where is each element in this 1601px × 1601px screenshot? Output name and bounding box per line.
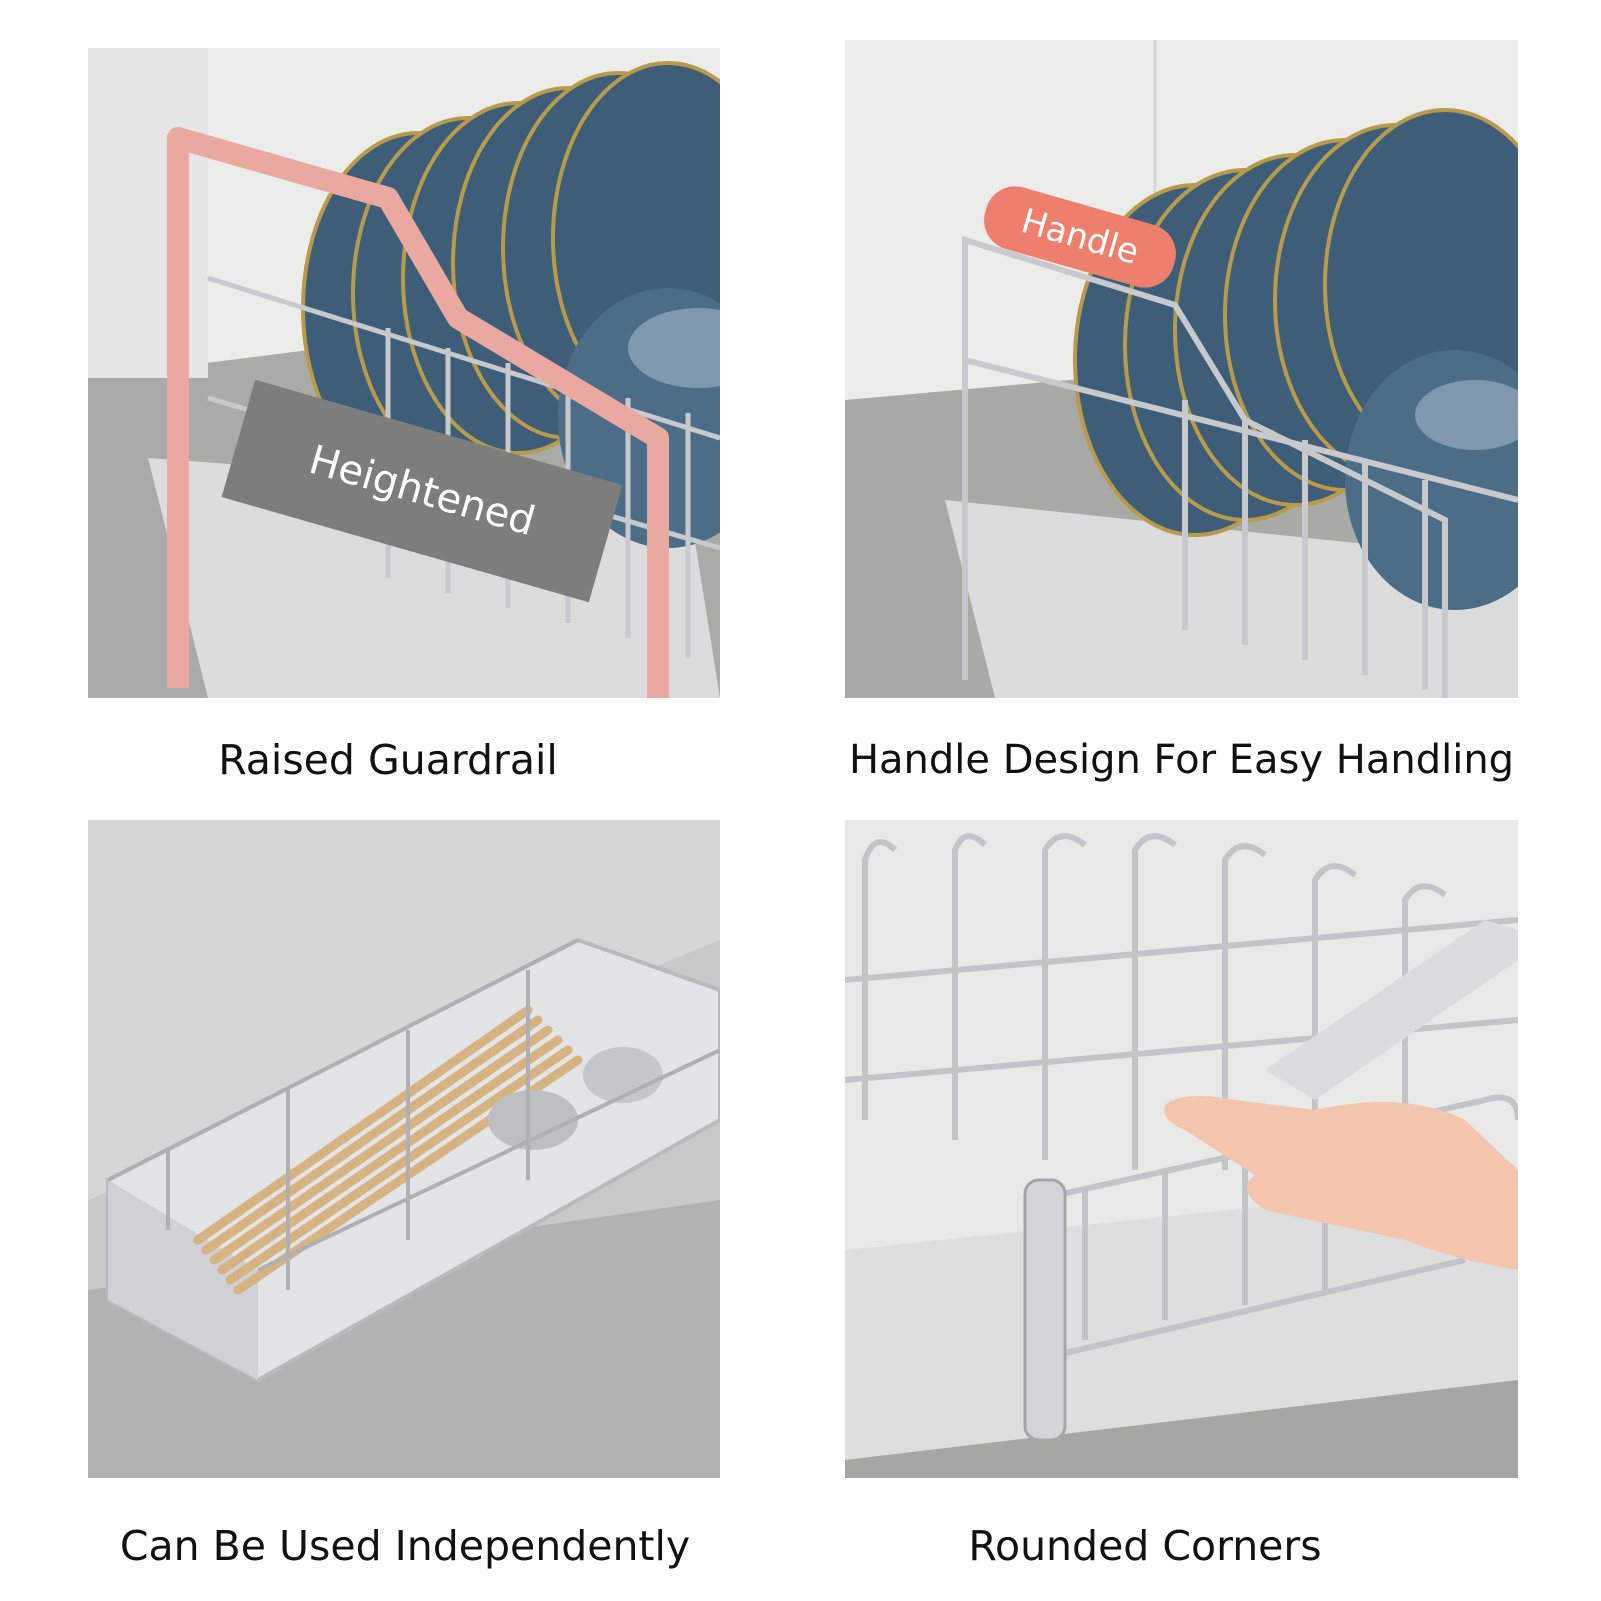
- caption-raised-guardrail: Raised Guardrail: [218, 736, 558, 784]
- photo-cutlery-basket: [88, 820, 720, 1478]
- photo-handle-design: Handle: [845, 40, 1518, 698]
- photo-raised-guardrail: Heightened: [88, 48, 720, 698]
- dish-rack-handle-illustration: [845, 40, 1518, 698]
- photo-rounded-corners: [845, 820, 1518, 1478]
- cutlery-basket-illustration: [88, 820, 720, 1478]
- caption-rounded-corners: Rounded Corners: [968, 1522, 1322, 1570]
- dish-rack-guardrail-illustration: [88, 48, 720, 698]
- caption-handle-design: Handle Design For Easy Handling: [848, 737, 1515, 783]
- rounded-corner-illustration: [845, 820, 1518, 1478]
- caption-independent-use: Can Be Used Independently: [119, 1522, 691, 1570]
